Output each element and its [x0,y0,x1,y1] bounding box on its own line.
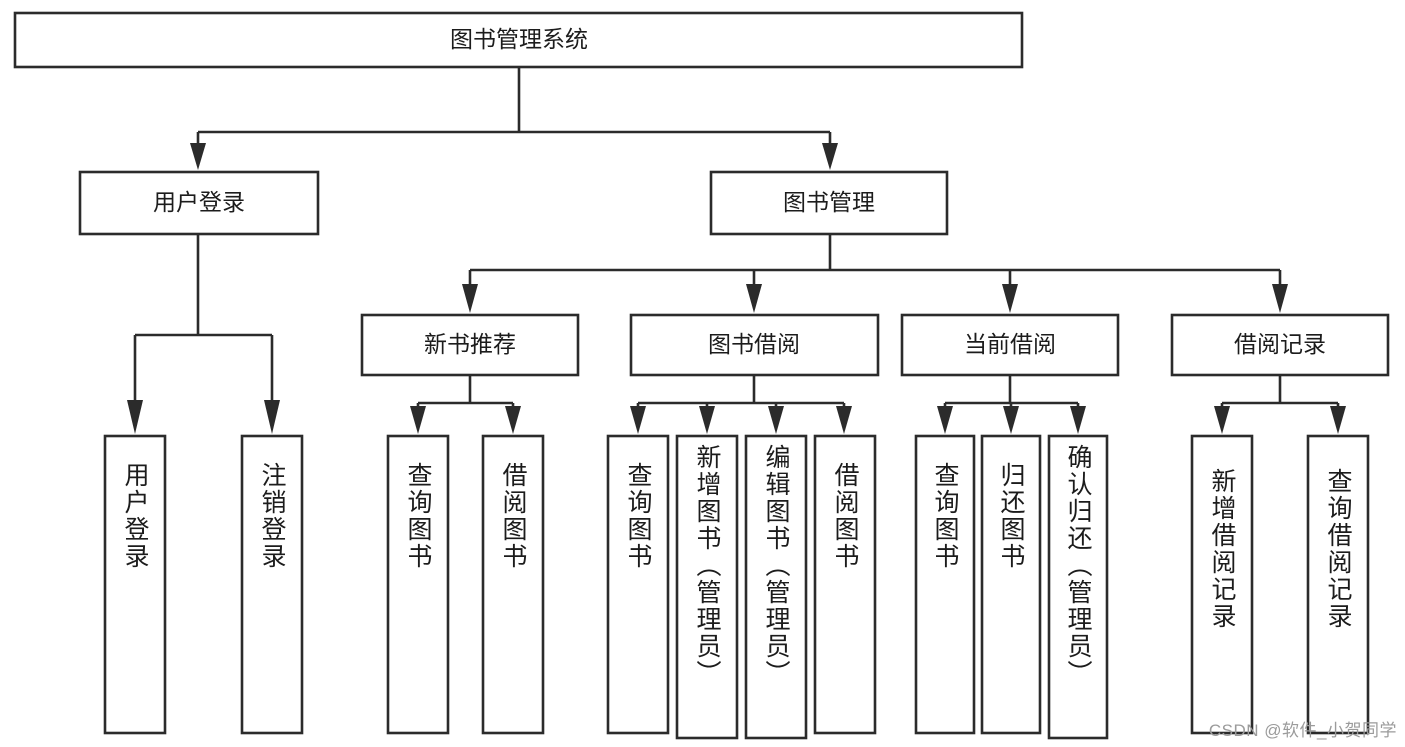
leaf-cb-confirm-return-label: 确认归还（管理员） [1064,444,1093,687]
node-borrow-records[interactable]: 借阅记录 [1170,313,1390,377]
leaf-nb-query-book[interactable]: 查询图书 [386,434,450,735]
leaf-bw-add-book[interactable]: 新增图书（管理员） [675,434,739,740]
arrow-bw-leaf4 [836,406,852,434]
leaf-cb-return-book-box[interactable] [980,434,1042,735]
node-new-book-recommend-label: 新书推荐 [424,331,516,357]
leaf-rc-query-record-box[interactable] [1306,434,1370,735]
arrow-to-user-login [190,143,206,170]
leaf-nb-query-book-label: 查询图书 [404,462,433,570]
node-book-borrow[interactable]: 图书借阅 [629,313,880,377]
leaf-cb-confirm-return-box[interactable] [1047,434,1109,740]
connector-group-records [1214,375,1346,434]
leaf-bw-borrow-book-box[interactable] [813,434,877,735]
node-new-book-recommend[interactable]: 新书推荐 [360,313,580,377]
node-borrow-records-box[interactable] [1170,313,1390,377]
node-borrow-records-label: 借阅记录 [1234,331,1326,357]
arrow-to-records [1272,284,1288,313]
leaf-nb-borrow-book-box[interactable] [481,434,545,735]
leaf-bw-edit-book-label: 编辑图书（管理员） [762,444,791,687]
node-root-box[interactable] [13,11,1024,69]
leaf-cb-return-book[interactable]: 归还图书 [980,434,1042,735]
leaf-bw-edit-book[interactable]: 编辑图书（管理员） [744,434,808,740]
connector-group-user-login [127,234,280,434]
arrow-nb-leaf1 [410,406,426,434]
node-current-borrow-box[interactable] [900,313,1120,377]
node-root[interactable]: 图书管理系统 [13,11,1024,69]
leaf-bw-edit-book-box[interactable] [744,434,808,740]
node-book-management-box[interactable] [709,170,949,236]
connector-group-borrow [630,375,852,434]
connector-group-current [937,375,1086,434]
leaf-logout-box[interactable] [240,434,304,735]
leaf-cb-confirm-return[interactable]: 确认归还（管理员） [1047,434,1109,740]
leaf-rc-add-record[interactable]: 新增借阅记录 [1190,434,1254,735]
leaf-cb-query-book-box[interactable] [914,434,976,735]
connector-group-book-mgmt [462,234,1288,313]
leaf-rc-add-record-label: 新增借阅记录 [1208,468,1237,630]
leaf-rc-query-record[interactable]: 查询借阅记录 [1306,434,1370,735]
arrow-to-book-mgmt [822,143,838,170]
leaf-logout[interactable]: 注销登录 [240,434,304,735]
node-user-login-label: 用户登录 [153,189,245,215]
leaf-nb-borrow-book-label: 借阅图书 [499,462,528,570]
arrow-cb-leaf1 [937,406,953,434]
node-book-management-label: 图书管理 [783,189,875,215]
arrow-rc-leaf2 [1330,406,1346,434]
leaf-bw-add-book-label: 新增图书（管理员） [693,444,722,687]
leaf-user-login-label: 用户登录 [121,462,150,570]
node-user-login[interactable]: 用户登录 [78,170,320,236]
leaf-cb-query-book-label: 查询图书 [931,462,960,570]
arrow-cb-leaf3 [1070,406,1086,434]
connector-group-root [190,67,838,170]
leaf-nb-borrow-book[interactable]: 借阅图书 [481,434,545,735]
connector-group-new-book [410,375,521,434]
node-book-management[interactable]: 图书管理 [709,170,949,236]
arrow-to-new-book [462,284,478,313]
leaf-cb-return-book-label: 归还图书 [997,462,1026,570]
arrow-to-current [1002,284,1018,313]
node-book-borrow-box[interactable] [629,313,880,377]
node-current-borrow-label: 当前借阅 [964,331,1056,357]
leaf-user-login[interactable]: 用户登录 [103,434,167,735]
arrow-to-leaf-logout [264,400,280,434]
arrow-nb-leaf2 [505,406,521,434]
leaf-nb-query-book-box[interactable] [386,434,450,735]
leaf-cb-query-book[interactable]: 查询图书 [914,434,976,735]
leaf-bw-borrow-book[interactable]: 借阅图书 [813,434,877,735]
arrow-bw-leaf1 [630,406,646,434]
leaf-logout-label: 注销登录 [258,462,287,570]
node-current-borrow[interactable]: 当前借阅 [900,313,1120,377]
leaf-user-login-box[interactable] [103,434,167,735]
arrow-cb-leaf2 [1003,406,1019,434]
arrow-rc-leaf1 [1214,406,1230,434]
leaf-rc-add-record-box[interactable] [1190,434,1254,735]
arrow-to-borrow [746,284,762,313]
node-user-login-box[interactable] [78,170,320,236]
node-book-borrow-label: 图书借阅 [708,331,800,357]
arrow-bw-leaf3 [768,406,784,434]
arrow-bw-leaf2 [699,406,715,434]
node-root-label: 图书管理系统 [450,26,588,52]
leaf-rc-query-record-label: 查询借阅记录 [1324,468,1353,630]
watermark-text: CSDN @软件_小贺同学 [1208,721,1397,740]
leaf-bw-query-book[interactable]: 查询图书 [606,434,670,735]
leaf-bw-add-book-box[interactable] [675,434,739,740]
node-new-book-recommend-box[interactable] [360,313,580,377]
arrow-to-leaf-user-login [127,400,143,434]
leaf-bw-query-book-box[interactable] [606,434,670,735]
leaf-bw-borrow-book-label: 借阅图书 [831,462,860,570]
leaf-bw-query-book-label: 查询图书 [624,462,653,570]
